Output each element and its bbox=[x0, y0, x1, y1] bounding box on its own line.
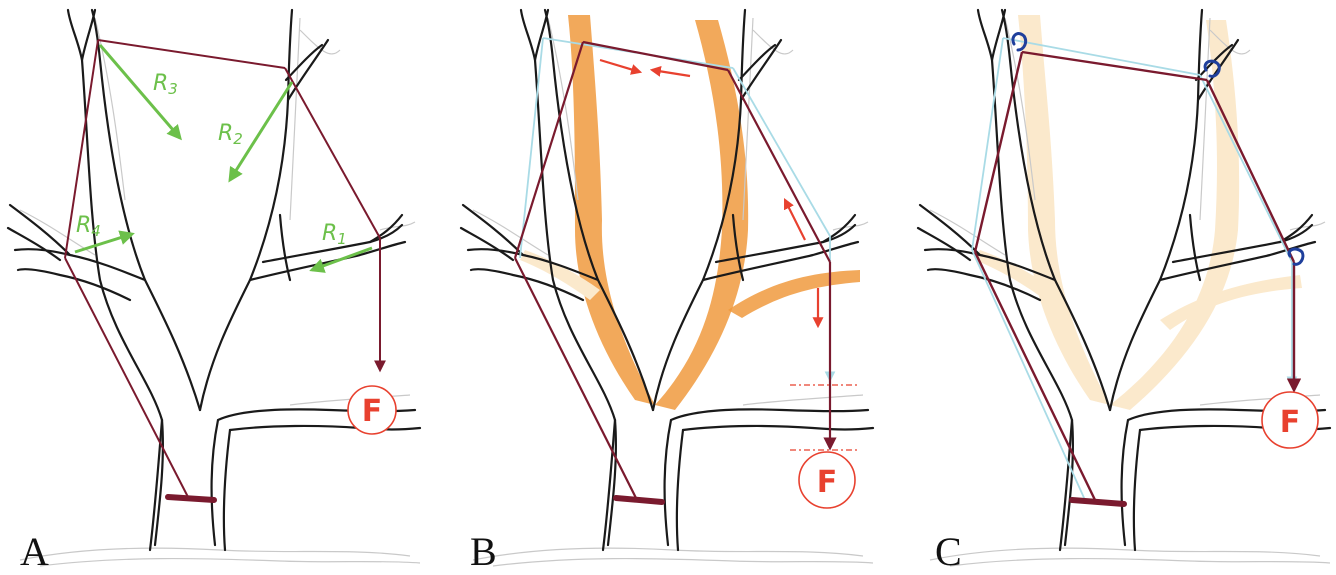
trunk-anchor-a bbox=[168, 497, 214, 500]
shift-arrow-2 bbox=[652, 70, 690, 76]
reaction-label-r1: R1 bbox=[322, 221, 347, 248]
force-label-c: F bbox=[1280, 405, 1301, 440]
cable-left-c bbox=[975, 52, 1022, 252]
panel-a: R3 R2 R1 R4 F A bbox=[8, 10, 420, 574]
force-label-a: F bbox=[362, 394, 383, 429]
panel-b: F B bbox=[461, 10, 873, 574]
cable-top-a bbox=[98, 40, 285, 68]
cable-trunk-a bbox=[65, 258, 188, 497]
cable-trunk-b bbox=[515, 258, 636, 498]
stressed-wood-b bbox=[520, 15, 860, 410]
panel-label-b: B bbox=[470, 529, 497, 574]
panel-label-c: C bbox=[935, 529, 962, 574]
ghost-cable-b bbox=[520, 38, 830, 380]
trunk-anchor-c bbox=[1072, 500, 1124, 504]
cable-left-b bbox=[515, 42, 583, 258]
cable-top-c bbox=[1022, 52, 1207, 80]
reaction-label-r2: R2 bbox=[218, 121, 243, 148]
tree-sketch-a bbox=[8, 10, 420, 566]
reaction-label-r3: R3 bbox=[153, 71, 178, 98]
force-label-b: F bbox=[817, 465, 838, 500]
level-lines-b bbox=[790, 385, 860, 450]
trunk-anchor-b bbox=[616, 498, 662, 502]
panel-c: F C bbox=[918, 10, 1330, 574]
shift-arrow-3 bbox=[785, 200, 805, 240]
cable-right-a bbox=[285, 68, 380, 238]
shift-arrow-1 bbox=[600, 60, 640, 72]
panel-label-a: A bbox=[20, 529, 49, 574]
reaction-label-r4: R4 bbox=[76, 213, 101, 240]
cable-hooks-c bbox=[1013, 34, 1303, 265]
